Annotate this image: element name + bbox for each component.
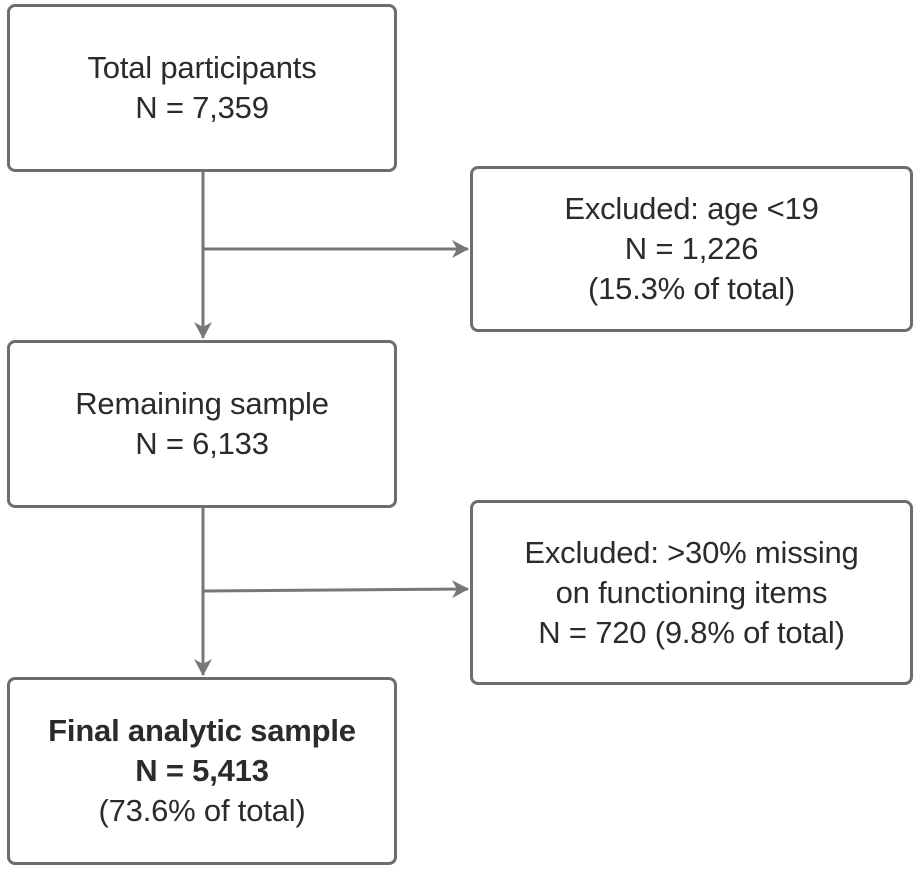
final-sample-percent: (73.6% of total) xyxy=(98,793,306,828)
total-participants-box: Total participants N = 7,359 xyxy=(7,4,397,172)
exclusion-age-percent: (15.3% of total) xyxy=(587,271,796,306)
exclusion-missing-title: Excluded: >30% missing xyxy=(524,534,859,570)
arrow-to-exclusion-missing xyxy=(202,580,469,599)
final-sample-count: N = 5,413 xyxy=(135,753,269,788)
total-participants-title: Total participants xyxy=(87,50,317,85)
exclusion-missing-subtitle: on functioning items xyxy=(555,574,828,610)
final-analytic-sample-box: Final analytic sample N = 5,413 (73.6% o… xyxy=(7,677,397,865)
remaining-sample-count: N = 6,133 xyxy=(135,426,269,461)
exclusion-age-title: Excluded: age <19 xyxy=(564,191,819,226)
remaining-sample-title: Remaining sample xyxy=(75,386,329,421)
total-participants-count: N = 7,359 xyxy=(135,90,269,125)
exclusion-missing-box: Excluded: >30% missing on functioning it… xyxy=(470,500,913,685)
exclusion-age-box: Excluded: age <19 N = 1,226 (15.3% of to… xyxy=(470,166,913,332)
remaining-sample-box: Remaining sample N = 6,133 xyxy=(7,340,397,508)
exclusion-age-count: N = 1,226 xyxy=(624,231,759,266)
final-sample-title: Final analytic sample xyxy=(48,713,356,748)
exclusion-missing-count: N = 720 (9.8% of total) xyxy=(538,614,845,650)
